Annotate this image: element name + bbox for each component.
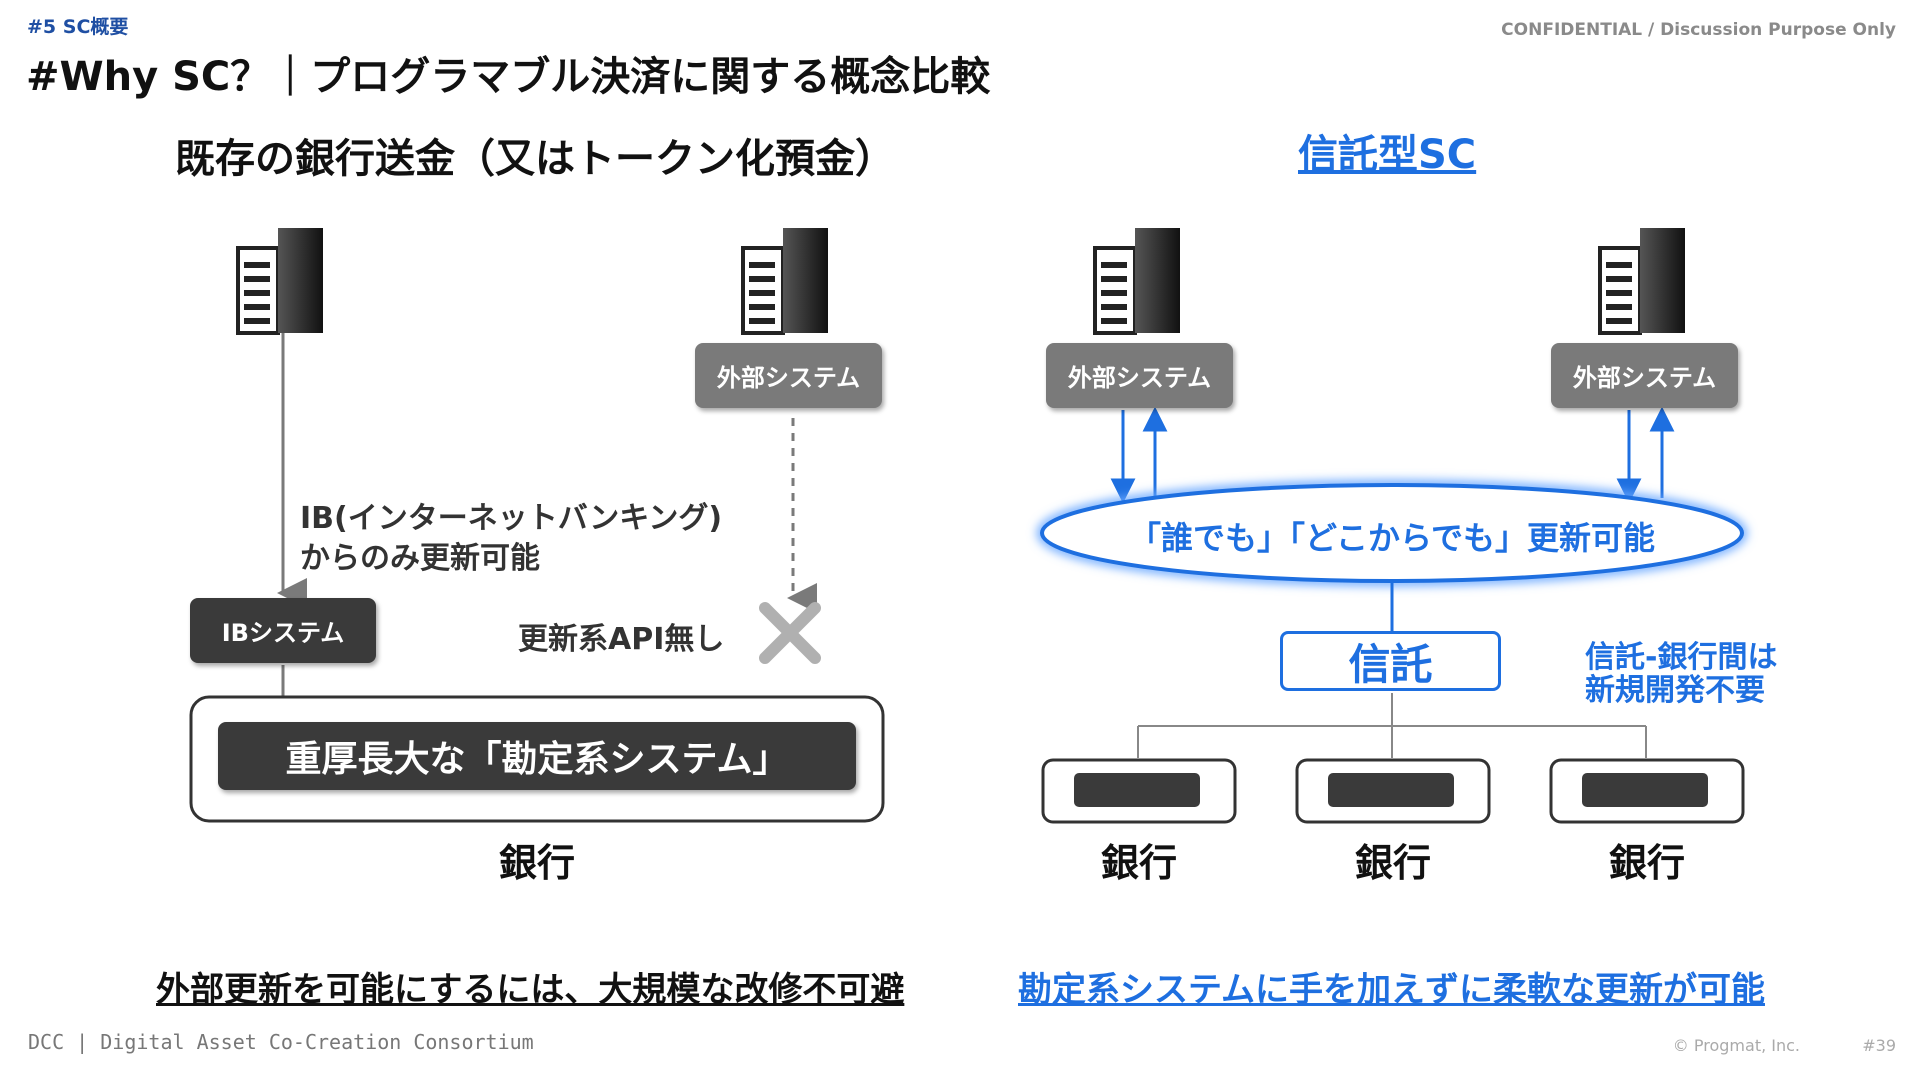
left-conclusion: 外部更新を可能にするには、大規模な改修不可避 bbox=[156, 970, 905, 1010]
building-icon-left-1 bbox=[236, 228, 323, 335]
bidirectional-arrows-1 bbox=[1110, 406, 1168, 504]
building-icon-left-2 bbox=[741, 228, 828, 335]
external-system-box-right-1: 外部システム bbox=[1046, 343, 1233, 408]
trust-note-line2: 新規開発不要 bbox=[1585, 673, 1765, 708]
right-heading: 信託型SC bbox=[1298, 132, 1477, 178]
page-title: #Why SC？｜プログラマブル決済に関する概念比較 bbox=[26, 54, 991, 100]
access-ellipse-label: 「誰でも」「どこからでも」更新可能 bbox=[1128, 519, 1656, 557]
external-system-box-left: 外部システム bbox=[695, 343, 882, 408]
bank-icons-right bbox=[1041, 758, 1745, 824]
confidential-label: CONFIDENTIAL / Discussion Purpose Only bbox=[1501, 20, 1896, 40]
ib-system-box: IBシステム bbox=[190, 598, 376, 663]
external-system-box-right-2: 外部システム bbox=[1551, 343, 1738, 408]
footer-logo: DCC | Digital Asset Co-Creation Consorti… bbox=[28, 1030, 534, 1054]
no-api-label: 更新系API無し bbox=[518, 622, 725, 657]
bank-label-right-3: 銀行 bbox=[1608, 841, 1685, 885]
bank-label-right-2: 銀行 bbox=[1354, 841, 1431, 885]
trust-to-banks-lines bbox=[1137, 693, 1647, 758]
building-icon-right-2 bbox=[1598, 228, 1685, 335]
bank-label-left: 銀行 bbox=[498, 841, 575, 885]
bank-label-right-1: 銀行 bbox=[1100, 841, 1177, 885]
trust-box: 信託 bbox=[1280, 631, 1501, 691]
core-system-box: 重厚長大な「勘定系システム」 bbox=[218, 722, 856, 790]
page-number: #39 bbox=[1862, 1036, 1896, 1055]
cross-icon bbox=[759, 602, 821, 664]
left-heading: 既存の銀行送金（又はトークン化預金） bbox=[175, 136, 895, 182]
trust-note-line1: 信託-銀行間は bbox=[1585, 640, 1778, 675]
section-tag: #5 SC概要 bbox=[27, 16, 129, 38]
bidirectional-arrows-2 bbox=[1616, 406, 1675, 504]
footer-copyright: © Progmat, Inc. bbox=[1672, 1036, 1800, 1055]
ib-note-line1: IB(インターネットバンキング) bbox=[300, 501, 723, 536]
ib-note-line2: からのみ更新可能 bbox=[300, 541, 540, 576]
building-icon-right-1 bbox=[1093, 228, 1180, 335]
right-conclusion: 勘定系システムに手を加えずに柔軟な更新が可能 bbox=[1018, 970, 1765, 1010]
